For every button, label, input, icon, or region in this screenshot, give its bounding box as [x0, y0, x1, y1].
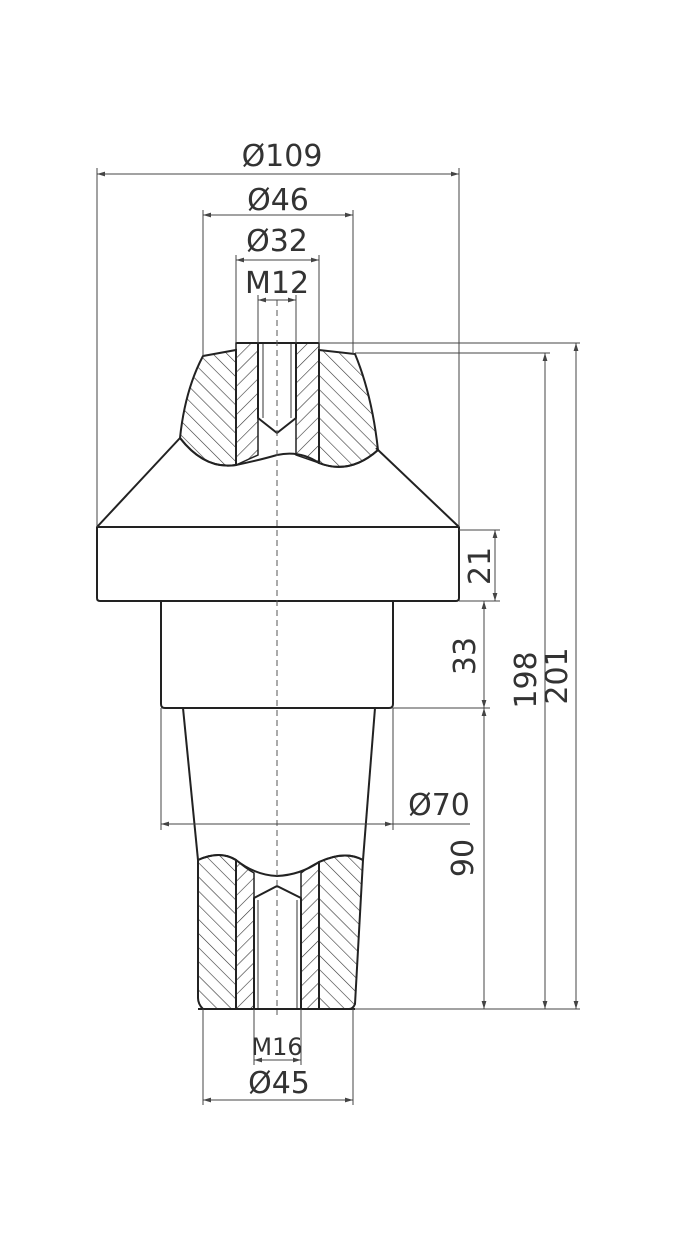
label-height-90: 90 [446, 839, 481, 877]
label-dia-32: Ø32 [246, 224, 308, 259]
bottom-section [197, 854, 365, 1010]
label-height-21: 21 [463, 547, 498, 585]
top-thread-hole [257, 343, 297, 434]
label-height-33: 33 [448, 637, 483, 675]
label-dia-109: Ø109 [242, 139, 323, 174]
collar [160, 601, 394, 709]
label-height-198: 198 [509, 651, 544, 708]
shank-left [182, 707, 199, 861]
shank-right [362, 707, 376, 861]
label-dia-45: Ø45 [248, 1066, 310, 1101]
top-section [178, 342, 380, 468]
dimension-labels: Ø109 Ø46 Ø32 M12 21 33 198 201 Ø70 90 M1… [242, 139, 575, 1101]
label-height-201: 201 [540, 647, 575, 704]
label-dia-46: Ø46 [247, 183, 309, 218]
label-dia-70: Ø70 [408, 788, 470, 823]
cone-left [96, 437, 181, 528]
flange [96, 526, 460, 602]
cone-right [375, 447, 460, 528]
label-thread-m16: M16 [251, 1033, 302, 1061]
label-thread-m12: M12 [245, 266, 309, 301]
part-outline [96, 437, 460, 861]
dimension-lines [96, 168, 580, 1105]
